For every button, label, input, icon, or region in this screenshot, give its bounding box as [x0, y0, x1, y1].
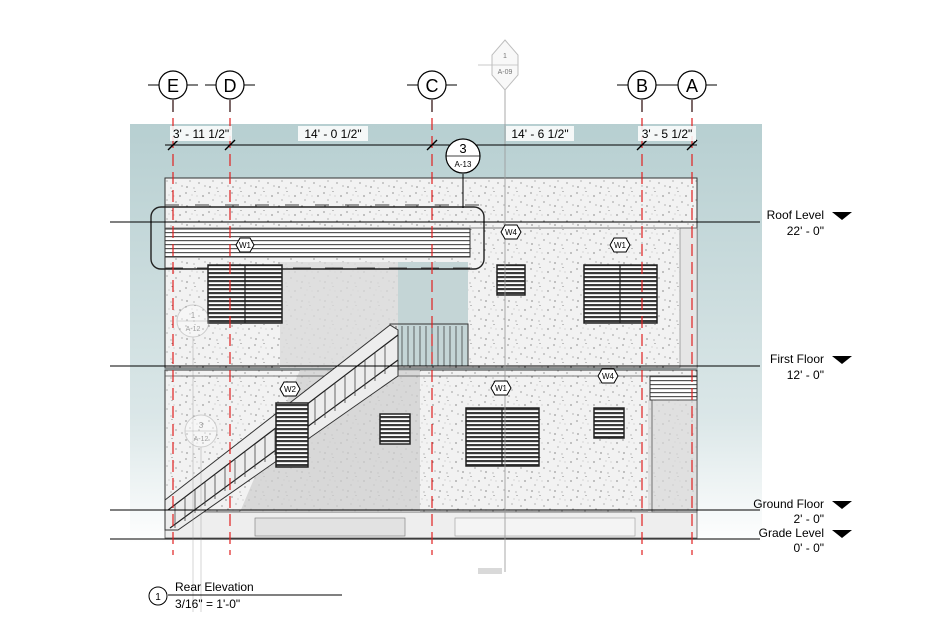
faint-callout-1: 1 A-12 — [176, 304, 210, 612]
section-marker-sheet: A-09 — [498, 69, 513, 76]
window-tag-w4-upper-mid: W4 — [500, 224, 522, 240]
view-title: 1 Rear Elevation 3/16" = 1'-0" — [148, 580, 342, 611]
grid-label-E: E — [167, 76, 179, 96]
level-marker-grade: Grade Level 0' - 0" — [759, 526, 852, 555]
dimension-B-A: 3' - 5 1/2" — [642, 127, 693, 141]
upper-recess — [398, 262, 468, 366]
dimension-D-C: 14' - 0 1/2" — [304, 127, 361, 141]
level-marker-first-floor: First Floor 12' - 0" — [770, 352, 852, 382]
window-lower-right-small — [593, 407, 625, 439]
section-marker-number: 1 — [503, 53, 507, 60]
level-name: First Floor — [770, 352, 824, 366]
right-lower-door — [651, 399, 698, 513]
faint-callout-2: 3 A-12 — [184, 414, 218, 612]
window-tag-w1-upper-left: W1 — [235, 237, 255, 253]
window-upper-right — [583, 264, 658, 324]
faint-callout-2-sheet: A-12 — [194, 436, 209, 443]
window-tag-label: W1 — [614, 241, 627, 250]
level-elevation: 12' - 0" — [787, 368, 824, 382]
grid-bubble-C: C — [407, 70, 457, 112]
dimension-E-D: 3' - 11 1/2" — [173, 127, 229, 141]
right-upper-jamb — [679, 227, 698, 369]
window-tag-w4-lower: W4 — [597, 368, 619, 384]
window-tag-w1-upper-right: W1 — [609, 237, 631, 253]
level-elevation: 2' - 0" — [793, 512, 824, 526]
window-tag-w1-lower: W1 — [490, 380, 512, 396]
faint-callout-1-sheet: A-12 — [186, 326, 201, 333]
foundation-recess — [254, 517, 406, 537]
window-tag-label: W2 — [284, 385, 297, 394]
level-name: Ground Floor — [753, 497, 824, 511]
foundation-recess-2 — [454, 517, 636, 537]
level-name: Roof Level — [767, 208, 824, 222]
level-name: Grade Level — [759, 526, 824, 540]
window-upper-small — [496, 264, 526, 296]
window-lower-stair — [275, 402, 309, 468]
detail-callout-sheet: A-13 — [455, 160, 472, 169]
grid-bubble-A: A — [667, 70, 717, 112]
grid-label-C: C — [426, 76, 439, 96]
detail-callout-number: 3 — [459, 141, 466, 156]
window-lower-mid — [465, 407, 540, 467]
grid-label-D: D — [224, 76, 237, 96]
section-marker: 1 A-09 — [478, 39, 519, 574]
level-marker-roof: Roof Level 22' - 0" — [767, 208, 852, 238]
grid-label-A: A — [686, 76, 698, 96]
grid-bubble-B: B — [617, 70, 667, 112]
view-scale: 3/16" = 1'-0" — [175, 597, 240, 611]
window-tag-label: W4 — [602, 372, 615, 381]
sunshade — [164, 228, 471, 258]
grid-bubble-E: E — [148, 70, 198, 112]
window-tag-label: W1 — [239, 241, 252, 250]
detail-callout: 3 A-13 — [445, 138, 481, 208]
grid-bubble-D: D — [205, 70, 255, 112]
vent-louver-right — [649, 375, 698, 401]
faint-callout-2-number: 3 — [199, 421, 204, 430]
window-tag-label: W4 — [505, 228, 518, 237]
window-lower-small — [379, 413, 411, 445]
level-marker-ground-floor: Ground Floor 2' - 0" — [753, 497, 852, 526]
detail-callout-box — [150, 206, 485, 270]
right-wall-shadow — [648, 400, 697, 512]
view-number: 1 — [155, 592, 161, 603]
window-tag-w2-lower: W2 — [279, 381, 301, 397]
dimension-C-B: 14' - 6 1/2" — [511, 127, 568, 141]
faint-callout-1-number: 1 — [191, 311, 196, 320]
view-name: Rear Elevation — [175, 580, 254, 594]
dimension-string: 3' - 11 1/2" 14' - 0 1/2" 14' - 6 1/2" 3… — [165, 126, 698, 151]
window-upper-left — [207, 264, 283, 324]
grid-label-B: B — [636, 76, 648, 96]
level-elevation: 0' - 0" — [793, 541, 824, 555]
window-tag-label: W1 — [495, 384, 508, 393]
level-elevation: 22' - 0" — [787, 224, 824, 238]
